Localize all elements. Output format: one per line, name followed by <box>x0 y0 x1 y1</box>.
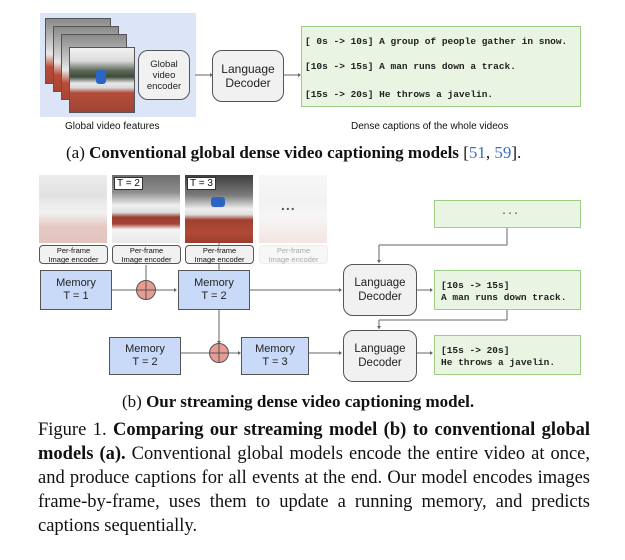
encoder-label-line: Image encoder <box>121 254 172 264</box>
video-frame-4 <box>69 47 135 113</box>
caption-line: [ 0s -> 10s] A group of people gather in… <box>305 36 568 47</box>
caption-sentence: He throws a javelin. <box>441 357 556 368</box>
caption-line: [10s -> 15s] A man runs down a track. <box>305 61 516 72</box>
subcaption-bold: Conventional global dense video captioni… <box>89 143 459 162</box>
arrowhead <box>217 341 221 344</box>
part-a-arrows <box>195 73 301 77</box>
ellipsis-icon: ... <box>501 207 520 218</box>
memory-label: Memory <box>125 343 165 355</box>
subcaption-prefix: (a) <box>66 143 90 162</box>
decoder-label-line: Decoder <box>225 76 271 90</box>
arrowhead <box>430 351 433 355</box>
decoder-label-line: Decoder <box>358 291 402 303</box>
arrowhead <box>377 260 381 263</box>
caption-text: [10s -> 15s]A man runs down track. <box>441 280 566 304</box>
memory-update-plus-icon <box>209 343 229 363</box>
subcaption-a: (a) Conventional global dense video capt… <box>66 143 521 163</box>
global-video-features-label: Global video features <box>65 121 160 132</box>
encoder-label-line: Image encoder <box>268 254 319 264</box>
arrowhead <box>238 351 241 355</box>
encoder-label-line: Global <box>150 58 178 70</box>
decoder-label-line: Language <box>354 277 406 289</box>
caption-time-range: [10s -> 15s] <box>441 280 510 291</box>
ellipsis-icon: ... <box>281 197 296 213</box>
memory-time-label: T = 2 <box>201 290 227 302</box>
memory-update-plus-icon <box>136 280 156 300</box>
frame-thumbnail-future: ... <box>259 175 327 243</box>
cite-bracket: [ <box>458 143 469 162</box>
dense-captions-label: Dense captions of the whole videos <box>351 121 509 132</box>
encoder-label-line: video <box>152 69 176 81</box>
arrowhead <box>339 351 342 355</box>
subcaption-bold: Our streaming dense video captioning mod… <box>146 392 475 411</box>
citation-link[interactable]: 51 <box>468 143 486 162</box>
encoder-label-line: encoder <box>146 80 182 92</box>
arrowhead <box>210 73 213 77</box>
figure-caption-bold: Comparing our streaming model (b) to con… <box>38 420 590 464</box>
memory-time-label: T = 1 <box>63 290 89 302</box>
caption-box-1: [10s -> 15s]A man runs down track. <box>434 270 581 310</box>
arrowhead <box>430 288 433 292</box>
memory-time-label: T = 2 <box>132 356 158 368</box>
memory-label: Memory <box>56 277 96 289</box>
figure-caption: Figure 1. Comparing our streaming model … <box>38 418 590 538</box>
caption-box-2: [15s -> 20s]He throws a javelin. <box>434 335 581 375</box>
arrowhead <box>174 288 177 292</box>
subcaption-b: (b) Our streaming dense video captioning… <box>122 392 474 412</box>
frame-time-label: T = 3 <box>187 177 216 190</box>
cite-bracket: ]. <box>511 143 522 162</box>
encoder-label-line: Image encoder <box>194 254 245 264</box>
encoder-label-line: Per-frame <box>202 245 237 255</box>
encoder-label-line: Per-frame <box>56 245 91 255</box>
dense-captions-box: [ 0s -> 10s] A group of people gather in… <box>301 26 581 107</box>
encoder-label-line: Image encoder <box>48 254 99 264</box>
frame-thumbnail-t1 <box>39 175 107 243</box>
decoder-label-line: Language <box>221 62 275 76</box>
arrowhead <box>377 326 381 329</box>
decoder-label-line: Decoder <box>358 357 402 369</box>
frame-thumbnail-t2: T = 2 <box>112 175 180 243</box>
citation-link[interactable]: 59 <box>494 143 512 162</box>
athlete-figure <box>96 70 106 84</box>
athlete-figure <box>211 197 225 207</box>
frame-thumbnail-t3: T = 3 <box>185 175 253 243</box>
previous-caption-box: ... <box>434 200 581 228</box>
encoder-label-line: Per-frame <box>276 245 311 255</box>
frame-time-label: T = 2 <box>114 177 143 190</box>
arrowhead <box>339 288 342 292</box>
memory-time-label: T = 3 <box>262 356 288 368</box>
figure-caption-body: Conventional global models encode the en… <box>38 444 590 536</box>
memory-label: Memory <box>194 277 234 289</box>
memory-label: Memory <box>255 343 295 355</box>
encoder-label-line: Per-frame <box>129 245 164 255</box>
decoder-label-line: Language <box>354 343 406 355</box>
cite-sep: , <box>485 143 495 162</box>
subcaption-prefix: (b) <box>122 392 147 411</box>
caption-sentence: A man runs down track. <box>441 292 567 303</box>
caption-time-range: [15s -> 20s] <box>441 345 510 356</box>
figure-label: Figure 1. <box>38 420 114 440</box>
caption-line: [15s -> 20s] He throws a javelin. <box>305 89 494 100</box>
arrowhead <box>298 73 301 77</box>
caption-text: [15s -> 20s]He throws a javelin. <box>441 345 555 369</box>
